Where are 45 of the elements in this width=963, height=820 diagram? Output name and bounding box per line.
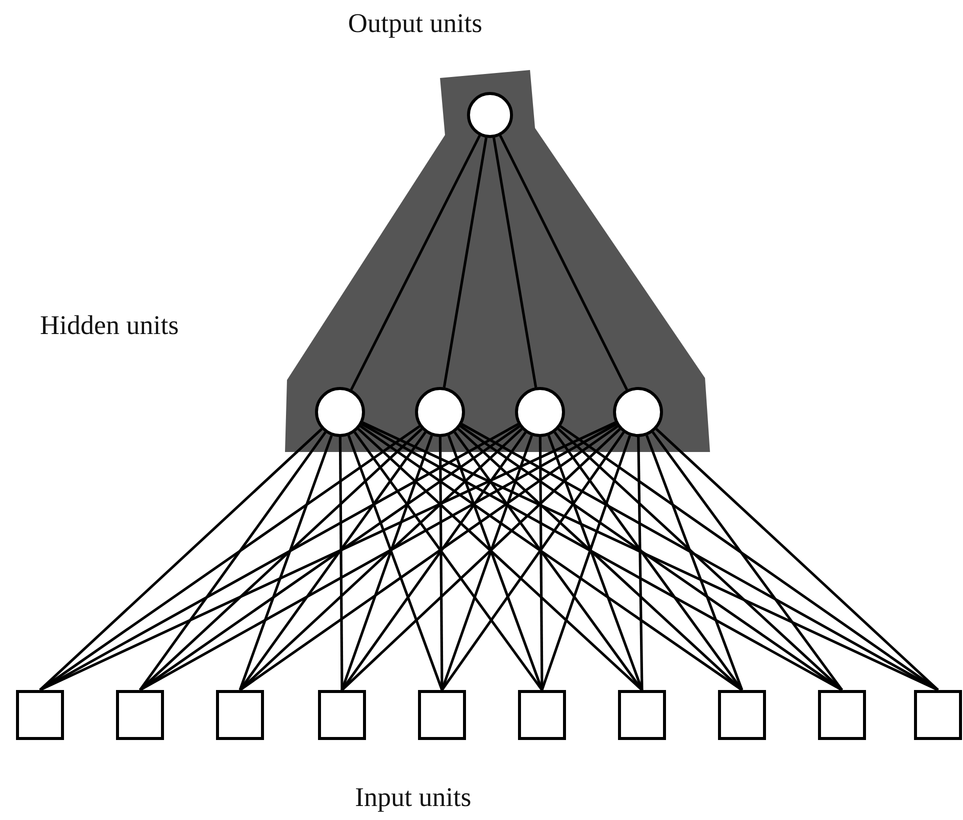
layer-label: Output units bbox=[348, 8, 482, 39]
connection-line bbox=[39, 425, 420, 692]
connection-line bbox=[139, 423, 617, 692]
connection-line bbox=[460, 425, 843, 692]
connection-line bbox=[360, 425, 743, 692]
connection-line bbox=[442, 137, 488, 388]
connection-line bbox=[440, 432, 625, 691]
unit-square bbox=[518, 690, 566, 740]
unit-square bbox=[216, 690, 264, 740]
connection-line bbox=[538, 437, 544, 690]
unit-square bbox=[16, 690, 64, 740]
connection-line bbox=[139, 425, 520, 692]
unit-square bbox=[318, 690, 366, 740]
connection-line bbox=[239, 425, 618, 692]
connection-line bbox=[438, 437, 444, 690]
connection-line bbox=[338, 437, 344, 690]
connection-line bbox=[560, 425, 939, 692]
connection-line bbox=[558, 428, 843, 691]
connection-line bbox=[238, 435, 333, 690]
connection-line bbox=[39, 421, 616, 692]
connection-line bbox=[350, 134, 481, 390]
unit-square bbox=[116, 690, 164, 740]
connection-line bbox=[547, 435, 644, 690]
connection-line bbox=[238, 432, 426, 691]
connection-line bbox=[340, 435, 433, 690]
connection-line bbox=[554, 431, 744, 691]
connection-line bbox=[655, 428, 939, 691]
connection-line bbox=[492, 137, 538, 388]
connection-line bbox=[447, 435, 544, 690]
connection-line bbox=[139, 428, 423, 691]
layer-label: Input units bbox=[355, 782, 472, 813]
unit-square bbox=[914, 690, 962, 740]
connection-line bbox=[540, 435, 632, 690]
connection-line bbox=[347, 435, 444, 690]
layer-label: Hidden units bbox=[40, 310, 179, 341]
connection-line bbox=[499, 135, 628, 390]
unit-square bbox=[718, 690, 766, 740]
unit-square bbox=[418, 690, 466, 740]
unit-square bbox=[618, 690, 666, 740]
connection-line bbox=[637, 436, 644, 690]
unit-square bbox=[818, 690, 866, 740]
connection-line bbox=[646, 434, 744, 690]
connection-line bbox=[652, 431, 844, 691]
connection-line bbox=[138, 432, 326, 691]
connection-line bbox=[39, 428, 323, 691]
